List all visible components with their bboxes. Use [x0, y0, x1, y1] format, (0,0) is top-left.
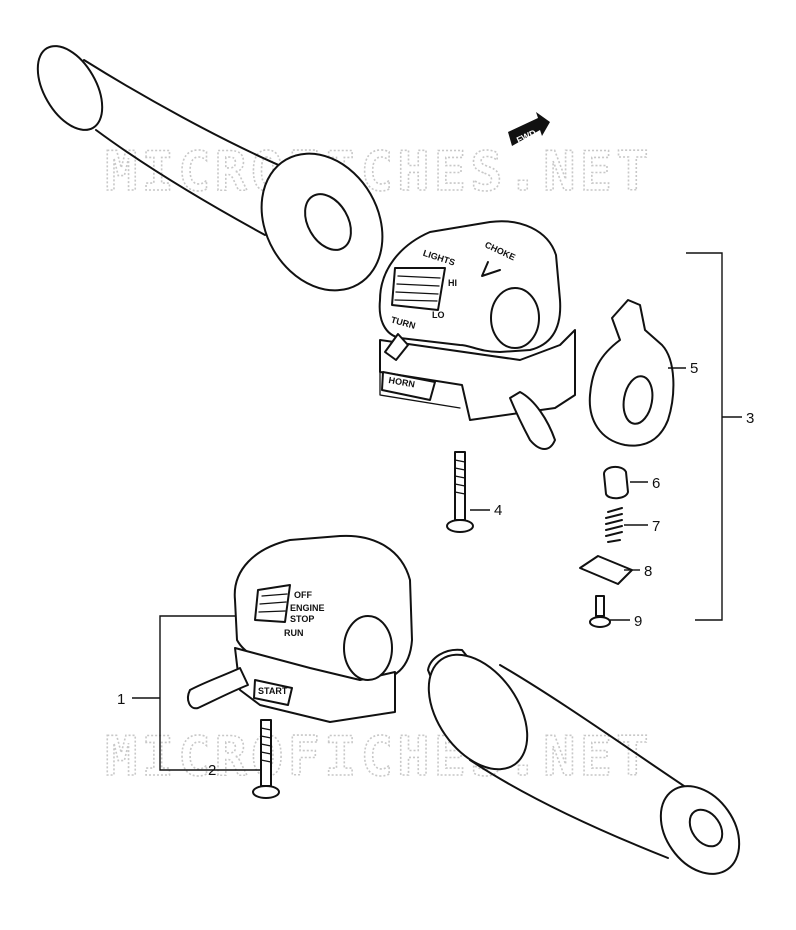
screw-9 — [589, 595, 611, 628]
label-engine: ENGINE — [290, 603, 325, 613]
callout-2: 2 — [208, 762, 216, 779]
right-handlebar-grip — [427, 648, 741, 875]
callout-4: 4 — [494, 502, 502, 519]
left-handlebar-grip — [36, 45, 384, 292]
cap-6 — [603, 466, 629, 500]
screw-2 — [252, 719, 280, 799]
label-lo: LO — [432, 310, 445, 320]
label-stop: STOP — [290, 614, 314, 624]
callout-3: 3 — [746, 410, 754, 427]
callout-7: 7 — [652, 518, 660, 535]
watermark-bottom: MICROFICHES.NET — [105, 725, 653, 788]
spring-7 — [605, 507, 623, 543]
choke-lever-5 — [588, 299, 675, 447]
label-hi: HI — [448, 278, 457, 288]
left-switch-housing: LIGHTS CHOKE HI LO TURN HORN — [378, 220, 576, 450]
callout-6: 6 — [652, 475, 660, 492]
callout-8: 8 — [644, 563, 652, 580]
label-run: RUN — [284, 628, 304, 638]
callout-lines — [132, 252, 742, 771]
callout-5: 5 — [690, 360, 698, 377]
screw-4 — [446, 451, 474, 533]
watermark-top: MICROFICHES.NET — [105, 140, 653, 203]
label-start: START — [258, 686, 288, 696]
callout-1: 1 — [117, 691, 125, 708]
label-off: OFF — [294, 590, 312, 600]
callout-9: 9 — [634, 613, 642, 630]
label-horn: HORN — [388, 375, 416, 389]
right-switch-housing: OFF ENGINE STOP RUN START — [187, 534, 413, 723]
